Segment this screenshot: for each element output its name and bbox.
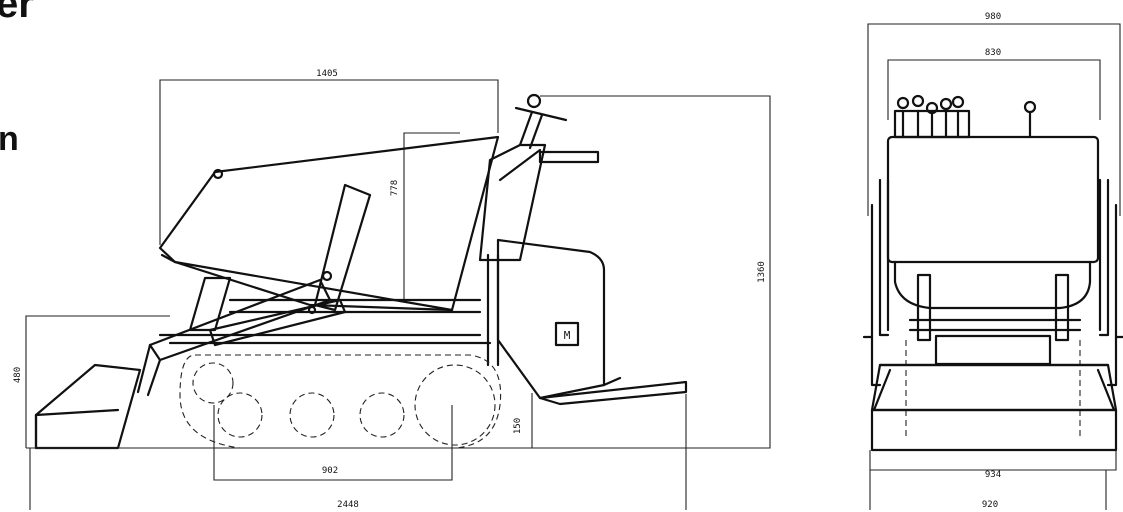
steering-column — [514, 93, 600, 164]
dim-total-height: 1360 — [757, 261, 767, 283]
dim-overall-width: 980 — [985, 12, 1001, 22]
front-bucket-view — [870, 363, 1118, 452]
dim-track-width: 934 — [985, 470, 1001, 480]
hopper — [158, 135, 500, 312]
loader-arm — [136, 183, 372, 397]
footplate — [538, 376, 688, 406]
side-dimension-lines — [25, 79, 771, 510]
side-view: M — [13, 69, 771, 510]
side-dimension-labels: 1405 778 1360 480 150 902 2448 — [13, 69, 767, 510]
engine-housing: M — [486, 238, 606, 400]
front-hopper — [886, 135, 1100, 310]
frame — [188, 143, 547, 332]
dim-bottom-width: 920 — [982, 500, 998, 510]
front-side-frames — [862, 178, 1123, 440]
dim-front-height: 480 — [13, 367, 23, 383]
motor-label: M — [564, 329, 571, 342]
control-levers — [893, 94, 1037, 139]
front-view: 980 830 934 920 — [862, 12, 1123, 510]
motor-label-box — [554, 321, 580, 347]
front-bucket — [34, 363, 142, 450]
dim-bucket-span: 1405 — [316, 69, 338, 79]
title-fragment-top: er — [0, 0, 34, 26]
dim-bucket-height: 778 — [390, 180, 400, 196]
dim-wheelbase: 902 — [322, 466, 338, 476]
title-fragment-middle: n — [0, 120, 19, 158]
dim-overall-length: 2448 — [337, 500, 359, 510]
front-dimension-lines — [867, 23, 1121, 510]
track — [158, 333, 502, 449]
dim-ground-clearance: 150 — [513, 418, 523, 434]
front-dimension-labels: 980 830 934 920 — [982, 12, 1001, 510]
dim-body-width: 830 — [985, 48, 1001, 58]
